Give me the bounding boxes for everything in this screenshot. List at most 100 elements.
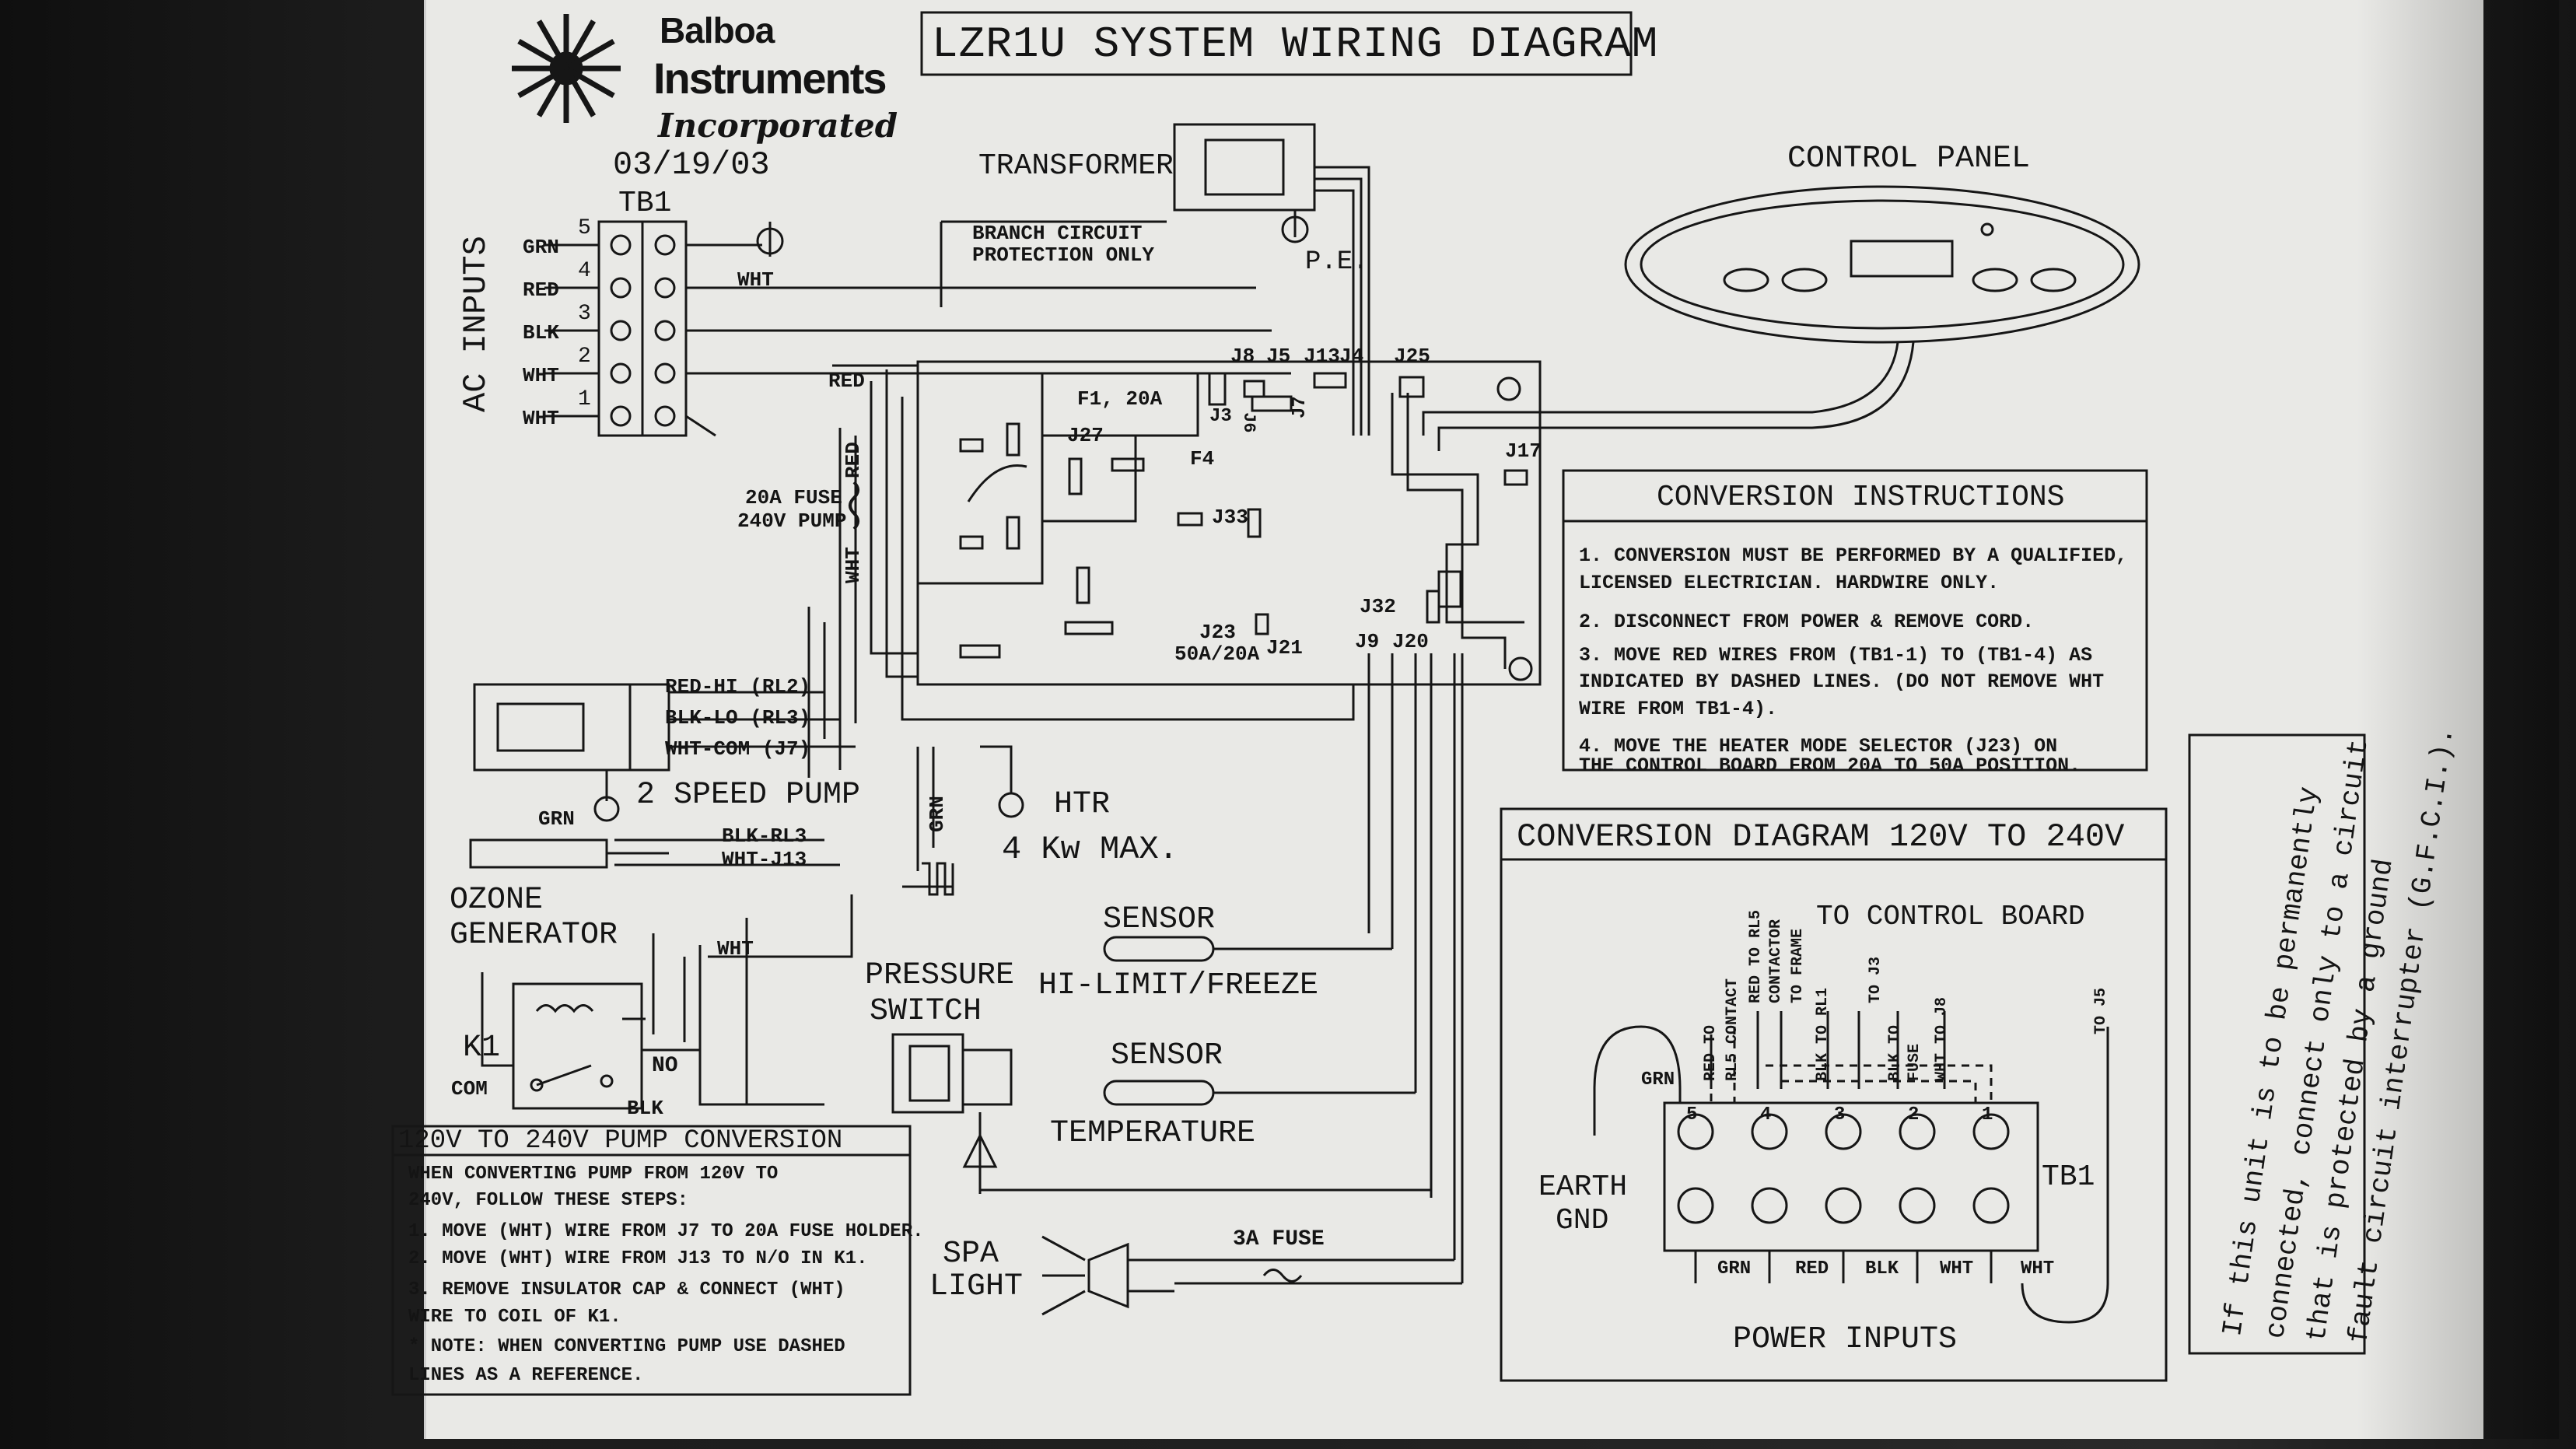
ac-inputs-label: AC INPUTS <box>457 236 495 412</box>
balboa-logo-icon <box>512 14 621 123</box>
conn-j5: J5 <box>1266 345 1291 368</box>
conn-j21: J21 <box>1266 636 1303 660</box>
branch-circuit-line1: BRANCH CIRCUIT <box>972 222 1143 245</box>
heater-grn-label: GRN <box>926 796 949 832</box>
conn-j3: J3 <box>1209 406 1232 427</box>
wire-tag: BLK TO <box>1886 1024 1904 1081</box>
conn-f4: F4 <box>1190 447 1215 471</box>
conn-j20: J20 <box>1392 630 1429 653</box>
sensor1-label: SENSOR <box>1103 902 1216 937</box>
conv-terminal-1: 1 <box>1982 1104 1993 1125</box>
earth-label: EARTH <box>1538 1171 1628 1204</box>
transformer-symbol <box>1173 123 1316 212</box>
conv-bottom-wht-2: WHT <box>1940 1258 1974 1279</box>
tb1-num-3: 3 <box>578 302 591 326</box>
temperature-label: TEMPERATURE <box>1050 1116 1256 1151</box>
conversion-instruction-line: WIRE FROM TB1-4). <box>1579 698 1778 720</box>
conn-j6: J6 <box>1239 412 1258 433</box>
company-name-line2: Instruments <box>653 54 887 103</box>
conn-j27: J27 <box>1067 424 1104 447</box>
conv-terminal-2: 2 <box>1908 1104 1920 1125</box>
control-panel-label: CONTROL PANEL <box>1787 142 2031 177</box>
plate-shadow <box>2357 0 2559 1439</box>
conversion-tb1-block <box>1593 1025 2109 1324</box>
tb1-wire-red: RED <box>523 278 559 302</box>
heater-max-label: 4 Kw MAX. <box>1002 831 1178 868</box>
conv-bottom-blk: BLK <box>1865 1258 1899 1279</box>
wire-tag: BLK TO RL1 <box>1814 987 1832 1081</box>
tb1-wire-wht-1: WHT <box>523 407 559 430</box>
wire-tag: FUSE <box>1906 1043 1923 1081</box>
conversion-instruction-line: 2. DISCONNECT FROM POWER & REMOVE CORD. <box>1579 611 2035 633</box>
pe-ground-icon <box>1281 215 1309 243</box>
conversion-diagram-title: CONVERSION DIAGRAM 120V TO 240V <box>1517 818 2125 856</box>
wire-tag: RED TO <box>1702 1024 1720 1081</box>
spa-light-line2: LIGHT <box>929 1269 1024 1304</box>
pump-conversion-line: 3. REMOVE INSULATOR CAP & CONNECT (WHT) <box>408 1279 845 1300</box>
conv-bottom-wht-1: WHT <box>2021 1258 2055 1279</box>
fuse-240v-pump-label: 240V PUMP <box>737 509 847 533</box>
k1-label: K1 <box>463 1031 501 1066</box>
tb1-wire-blk: BLK <box>523 321 559 345</box>
k1-blk-label: BLK <box>627 1097 663 1120</box>
pump-lead-wht-com: WHT-COM (J7) <box>665 737 811 761</box>
pump-lead-red-hi: RED-HI (RL2) <box>665 675 811 698</box>
conversion-instruction-line: 4. MOVE THE HEATER MODE SELECTOR (J23) O… <box>1579 735 2058 758</box>
wire-tag: TO FRAME <box>1789 928 1807 1003</box>
ozone-lead-wht: WHT-J13 <box>722 848 807 871</box>
tb1-num-5: 5 <box>578 216 591 240</box>
ozone-wht-label: WHT <box>717 937 754 961</box>
sensor2-label: SENSOR <box>1111 1038 1223 1073</box>
conn-j9: J9 <box>1355 630 1380 653</box>
pump-lead-blk-lo: BLK-LO (RL3) <box>665 706 811 730</box>
ozone-lead-blk: BLK-RL3 <box>722 824 807 848</box>
diagram-date: 03/19/03 <box>613 146 770 184</box>
company-name-line1: Balboa <box>660 10 775 51</box>
conn-j17: J17 <box>1505 439 1542 463</box>
conversion-instruction-line: THE CONTROL BOARD FROM 20A TO 50A POSITI… <box>1579 754 2081 777</box>
fuse-20a-label: 20A FUSE <box>745 486 842 509</box>
red-lead-label: RED <box>828 369 865 393</box>
wire-tag: WHT TO J8 <box>1933 996 1951 1081</box>
conv-bottom-red: RED <box>1795 1258 1829 1279</box>
pump-conversion-line: 240V, FOLLOW THESE STEPS: <box>408 1190 689 1211</box>
conn-j7: J7 <box>1290 396 1311 418</box>
conn-j4: J4 <box>1339 345 1364 368</box>
conversion-instruction-line: LICENSED ELECTRICIAN. HARDWIRE ONLY. <box>1579 572 2000 594</box>
pump-conversion-line: LINES AS A REFERENCE. <box>408 1365 644 1386</box>
gnd-label: GND <box>1556 1204 1609 1237</box>
to-control-board-label: TO CONTROL BOARD <box>1816 901 2085 933</box>
conv-terminal-4: 4 <box>1760 1104 1772 1125</box>
red-vertical-label: RED <box>842 442 865 478</box>
pump-conversion-line: WHEN CONVERTING PUMP FROM 120V TO <box>408 1164 779 1185</box>
conv-grn-top-label: GRN <box>1641 1069 1675 1090</box>
pump-conversion-line: * NOTE: WHEN CONVERTING PUMP USE DASHED <box>408 1336 845 1357</box>
heater-label: HTR <box>1054 787 1111 822</box>
pressure-switch-line2: SWITCH <box>870 994 982 1029</box>
conversion-instruction-line: 1. CONVERSION MUST BE PERFORMED BY A QUA… <box>1579 544 2128 567</box>
tb1-num-1: 1 <box>578 387 591 411</box>
pressure-switch-symbol <box>891 1033 1013 1194</box>
j23-selector-label: 50A/20A <box>1174 642 1260 666</box>
k1-com-label: COM <box>451 1077 488 1101</box>
ozone-generator-symbol <box>469 838 840 869</box>
fuse-f1-label: F1, 20A <box>1077 387 1163 411</box>
tb1-num-4: 4 <box>578 259 591 283</box>
j23-label: J23 <box>1199 621 1236 644</box>
tb1-wire-wht-2: WHT <box>523 364 559 387</box>
conversion-instructions-title: CONVERSION INSTRUCTIONS <box>1657 481 2065 514</box>
control-panel-symbol <box>1422 185 2140 451</box>
wire-tag: CONTACTOR <box>1767 919 1785 1003</box>
pump-conversion-box <box>391 1125 912 1396</box>
wire-tag: RL5 CONTACT <box>1724 978 1741 1081</box>
two-speed-pump-symbol <box>473 683 856 822</box>
wht-vertical-label: WHT <box>842 547 865 583</box>
k1-relay-symbol <box>481 894 853 1110</box>
pump-conversion-line: WIRE TO COIL OF K1. <box>408 1307 621 1328</box>
conv-tb1-label: TB1 <box>2042 1160 2095 1194</box>
conn-j32: J32 <box>1360 595 1396 618</box>
heater-symbol <box>902 745 1024 896</box>
tb1-wire-grn: GRN <box>523 236 559 259</box>
